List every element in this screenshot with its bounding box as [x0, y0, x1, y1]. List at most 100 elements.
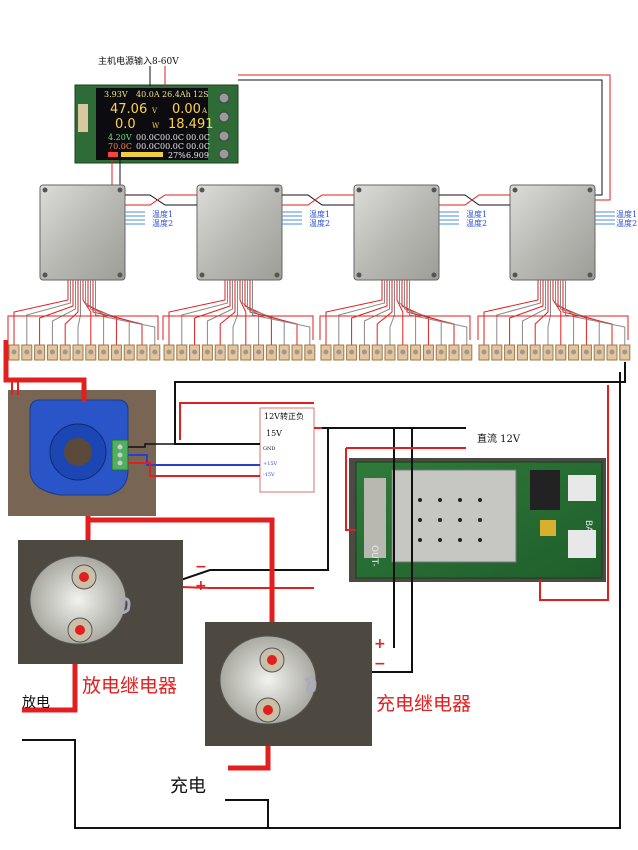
terminal-screw: [610, 350, 615, 355]
cell-terminal-row: [9, 345, 630, 360]
converter-pin-plus15: +15V: [263, 461, 278, 467]
terminal-screw: [349, 350, 354, 355]
power-input-label: 主机电源输入8-60V: [98, 55, 179, 67]
terminal-screw: [88, 350, 93, 355]
display-row4-d: 00.0C: [186, 142, 210, 151]
display-row4-a: 70.0C: [108, 142, 132, 151]
terminal-screw: [114, 350, 119, 355]
balance-wire: [65, 280, 78, 345]
terminal-screw: [584, 350, 589, 355]
display-row3-a: 4.20V: [108, 133, 132, 142]
terminal-screw: [167, 350, 172, 355]
display-row5-c: 6.909: [186, 151, 209, 160]
lcd-display-module: 3.93V 40.0A 26.4Ah 12S 47.06 V 0.00 A 0.…: [75, 85, 238, 163]
converter-pin-gnd: GND: [263, 446, 275, 452]
terminal-group-bracket: [320, 316, 470, 340]
terminal-screw: [452, 350, 457, 355]
balance-wire: [410, 280, 467, 345]
display-power-unit: W: [152, 122, 160, 130]
display-energy: 18.491: [168, 117, 214, 132]
terminal-screw: [558, 350, 563, 355]
balance-wire: [484, 280, 538, 345]
balance-wire: [27, 280, 71, 345]
terminal-group-bracket: [8, 316, 158, 340]
module4-temp2-label: 温度2: [616, 218, 637, 228]
terminal-screw: [362, 350, 367, 355]
display-current-unit: A: [201, 107, 208, 115]
display-row3-d: 00.0C: [186, 133, 210, 142]
module3-temp2-label: 温度2: [466, 218, 487, 228]
balance-wire: [253, 280, 310, 345]
balance-wire: [83, 280, 91, 345]
discharge-minus-label: −: [195, 559, 207, 575]
terminal-screw: [231, 350, 236, 355]
display-row4-c: 00.0C: [160, 142, 184, 151]
terminal-screw: [205, 350, 210, 355]
display-row1-b: 40.0A: [136, 90, 160, 99]
display-row5-b: 27%: [168, 151, 186, 160]
charge-relay-label: 充电继电器: [376, 693, 471, 715]
terminal-screw: [192, 350, 197, 355]
charge-minus-label: −: [374, 656, 386, 672]
terminal-group-bracket: [478, 316, 628, 340]
converter-pin-minus15: -15V: [263, 472, 275, 478]
bms-module-4: [510, 185, 595, 280]
discharge-terminal-label: 放电: [22, 695, 50, 711]
converter-title: 12V转正负: [264, 411, 304, 421]
terminal-screw: [218, 350, 223, 355]
display-bar-red: [108, 152, 118, 157]
terminal-screw: [324, 350, 329, 355]
terminal-screw: [179, 350, 184, 355]
display-bar-yellow: [121, 152, 163, 157]
terminal-screw: [152, 350, 157, 355]
protection-board-photo: [349, 458, 606, 582]
terminal-screw: [482, 350, 487, 355]
charge-relay-photo: [205, 622, 372, 746]
balance-wires: [8, 280, 628, 345]
module2-temp1-label: 温度1: [309, 209, 330, 219]
terminal-screw: [533, 350, 538, 355]
converter-voltage: 15V: [266, 429, 282, 438]
balance-wire: [169, 280, 225, 345]
current-sensor-photo: [8, 390, 156, 516]
terminal-screw: [243, 350, 248, 355]
terminal-screw: [426, 350, 431, 355]
bms-module-1: [40, 185, 125, 280]
terminal-group-bracket: [163, 316, 313, 340]
terminal-screw: [597, 350, 602, 355]
terminal-screw: [256, 350, 261, 355]
terminal-screw: [439, 350, 444, 355]
display-row1-a: 3.93V: [104, 90, 128, 99]
terminal-screw: [494, 350, 499, 355]
terminal-screw: [464, 350, 469, 355]
display-voltage: 47.06: [110, 102, 147, 117]
terminal-screw: [295, 350, 300, 355]
board-out-label: OUT-: [369, 545, 379, 567]
discharge-plus-label: +: [195, 578, 207, 594]
terminal-screw: [76, 350, 81, 355]
terminal-screw: [507, 350, 512, 355]
terminal-screw: [282, 350, 287, 355]
terminal-screw: [375, 350, 380, 355]
terminal-screw: [388, 350, 393, 355]
dc-12v-label: 直流 12V: [477, 432, 521, 445]
terminal-screw: [336, 350, 341, 355]
terminal-screw: [127, 350, 132, 355]
module1-temp2-label: 温度2: [152, 218, 173, 228]
terminal-screw: [50, 350, 55, 355]
discharge-relay-label: 放电继电器: [82, 675, 177, 697]
display-row3-c: 00.0C: [160, 133, 184, 142]
terminal-screw: [269, 350, 274, 355]
terminal-screw: [24, 350, 29, 355]
balance-wire: [535, 280, 548, 345]
terminal-screw: [546, 350, 551, 355]
bms-module-3: [354, 185, 439, 280]
module4-temp1-label: 温度1: [616, 209, 637, 219]
display-power: 0.0: [115, 117, 136, 132]
terminal-screw: [12, 350, 17, 355]
terminal-screw: [622, 350, 627, 355]
display-current: 0.00: [172, 102, 201, 117]
display-row4-b: 00.0C: [136, 142, 160, 151]
terminal-screw: [520, 350, 525, 355]
module1-temp1-label: 温度1: [152, 209, 173, 219]
